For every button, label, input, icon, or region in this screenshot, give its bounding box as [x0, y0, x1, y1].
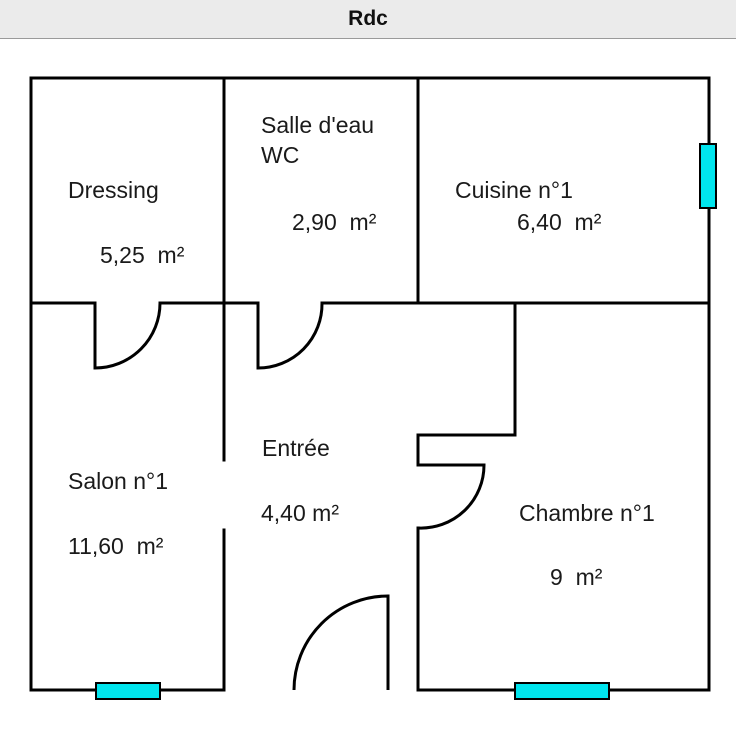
room-salle-eau-name-wc: WC — [261, 142, 299, 168]
room-dressing-name: Dressing — [68, 177, 159, 203]
window-cuisine — [699, 143, 717, 209]
room-cuisine-area: 6,40 m² — [517, 209, 602, 235]
door-chambre — [417, 463, 486, 530]
walls — [29, 76, 711, 692]
room-chambre-area: 9 m² — [550, 564, 603, 590]
room-chambre-name: Chambre n°1 — [519, 500, 655, 526]
room-salle-eau-name: Salle d'eau — [261, 112, 374, 138]
windows — [95, 143, 717, 700]
floor-header: Rdc — [0, 0, 736, 39]
room-salon-area: 11,60 m² — [68, 533, 164, 559]
doors — [93, 302, 486, 691]
window-salon — [95, 682, 161, 700]
room-salle-eau-area: 2,90 m² — [292, 209, 377, 235]
door-salle-eau — [256, 302, 324, 370]
window-chambre — [514, 682, 610, 700]
door-dressing — [93, 302, 162, 370]
room-labels: Dressing 5,25 m² Salle d'eau WC 2,90 m² … — [68, 112, 655, 590]
room-dressing-area: 5,25 m² — [100, 242, 185, 268]
room-entree-name: Entrée — [262, 435, 330, 461]
room-salon-name: Salon n°1 — [68, 468, 168, 494]
floor-title: Rdc — [348, 7, 388, 30]
room-entree-area: 4,40 m² — [261, 500, 339, 526]
door-entrance — [292, 594, 390, 691]
room-cuisine-name: Cuisine n°1 — [455, 177, 573, 203]
